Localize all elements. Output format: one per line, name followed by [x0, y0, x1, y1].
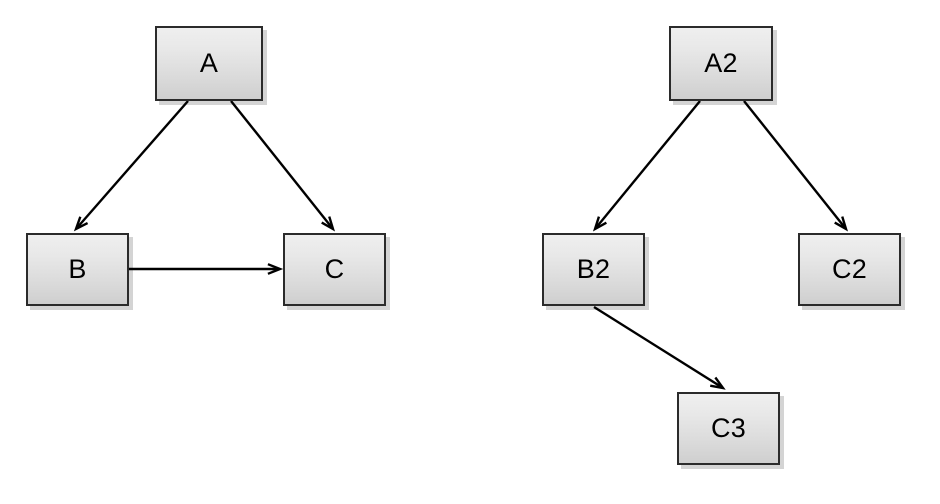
arrowhead-icon [73, 216, 89, 232]
edge-a2-to-c2 [743, 100, 849, 232]
node-label: A [199, 48, 219, 78]
node-label: C2 [832, 254, 867, 284]
arrowhead-icon [709, 376, 726, 390]
node-c[interactable]: C [283, 233, 386, 306]
arrowhead-icon [834, 216, 849, 232]
node-label: C3 [711, 413, 746, 443]
arrowhead-icon [321, 216, 336, 232]
node-b2[interactable]: B2 [542, 233, 645, 306]
node-c3[interactable]: C3 [677, 392, 780, 465]
node-a[interactable]: A [155, 26, 263, 101]
edge-a-to-b [73, 100, 189, 232]
node-label: B2 [576, 254, 611, 284]
arrowhead-icon [267, 263, 284, 275]
node-label: B [68, 254, 87, 284]
edge-b2-to-c3 [593, 305, 726, 390]
node-c2[interactable]: C2 [798, 233, 901, 306]
node-a2[interactable]: A2 [669, 26, 773, 101]
edge-a2-to-b2 [592, 100, 701, 232]
edge-b-to-c [129, 263, 284, 275]
node-b[interactable]: B [26, 233, 129, 306]
arrowhead-icon [592, 216, 607, 232]
node-label: C [324, 254, 345, 284]
node-label: A2 [704, 48, 738, 78]
edge-a-to-c [230, 100, 336, 232]
